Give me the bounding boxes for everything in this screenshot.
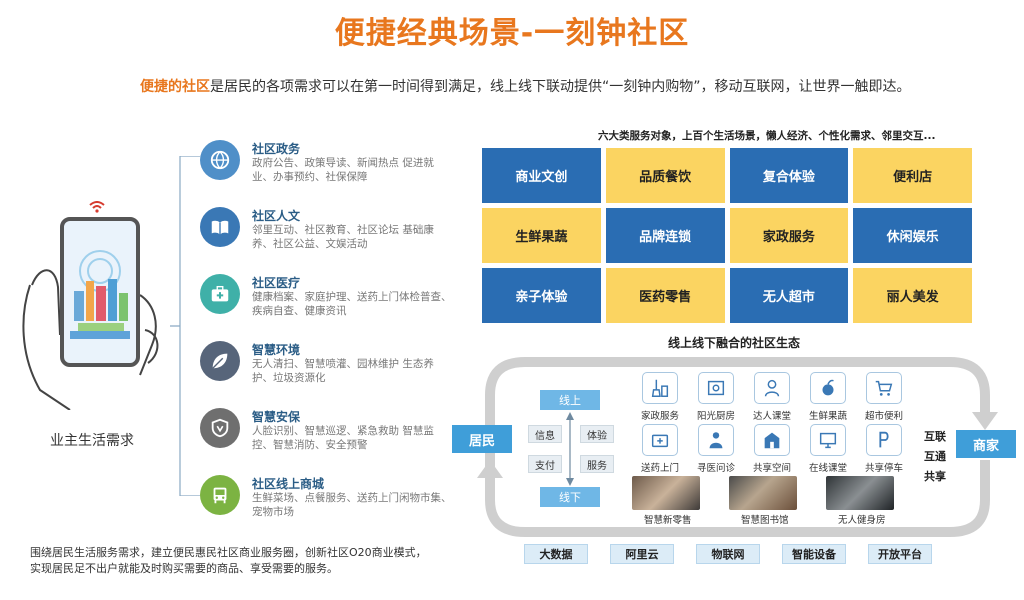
tech-badge: 开放平台 xyxy=(868,544,932,564)
subtitle: 便捷的社区是居民的各项需求可以在第一时间得到满足，线上线下联动提供“一刻钟内购物… xyxy=(140,76,911,96)
scene-cell: 丽人美发 xyxy=(853,268,972,323)
photo-label: 无人健身房 xyxy=(838,515,886,526)
service-name: 智慧安保 xyxy=(252,410,301,424)
fruit-icon xyxy=(810,372,846,404)
doctor-icon xyxy=(698,424,734,456)
service-desc: 生鲜菜场、点餐服务、送药上门闲物市集、宠物市场 xyxy=(252,492,452,518)
scene-cell: 亲子体验 xyxy=(482,268,601,323)
scene-cell: 无人超市 xyxy=(729,268,849,323)
tile-label: 阳光厨房 xyxy=(696,411,735,422)
scene-cell: 商业文创 xyxy=(482,148,601,203)
kitchen-icon xyxy=(698,372,734,404)
photo-label: 智慧新零售 xyxy=(644,515,692,526)
merchant-pill: 商家 xyxy=(956,430,1016,458)
eco-title: 线上线下融合的社区生态 xyxy=(668,336,801,350)
tile-kitchen: 阳光厨房 xyxy=(690,372,742,422)
tile-fruit: 生鲜果蔬 xyxy=(802,372,854,422)
updown-arrow-icon xyxy=(566,412,574,486)
tile-supermarket: 超市便利 xyxy=(858,372,910,422)
service-desc: 健康档案、家庭护理、送药上门体检普查、疾病自查、健康资讯 xyxy=(252,291,452,317)
cart-icon xyxy=(866,372,902,404)
bracket-connector xyxy=(170,156,200,496)
tile-label: 送药上门 xyxy=(640,463,679,474)
tile-label: 共享停车 xyxy=(864,463,903,474)
tile-doctor: 寻医问诊 xyxy=(690,424,742,474)
broom-icon xyxy=(642,372,678,404)
scene-cell: 便利店 xyxy=(853,148,972,203)
unmanned-gym-photo xyxy=(826,476,894,510)
scene-cell: 品质餐饮 xyxy=(605,148,725,203)
tile-parking: 共享停车 xyxy=(858,424,910,474)
scene-cell: 家政服务 xyxy=(729,208,849,263)
tech-badge: 阿里云 xyxy=(610,544,674,564)
payment-tag: 支付 xyxy=(528,455,562,473)
hand-outline-icon xyxy=(22,269,159,410)
scene-grid: 商业文创 品质餐饮 复合体验 便利店 生鲜果蔬 品牌连锁 家政服务 休闲娱乐 亲… xyxy=(482,148,972,323)
service-desc: 无人清扫、智慧喷灌、园林维护 生态养护、垃圾资源化 xyxy=(252,358,434,384)
shield-icon xyxy=(200,408,240,448)
scene-cell: 品牌连锁 xyxy=(605,208,725,263)
tile-label: 寻医问诊 xyxy=(696,463,735,474)
tile-label: 达人课堂 xyxy=(752,411,791,422)
subtitle-text: 是居民的各项需求可以在第一时间得到满足，线上线下联动提供“一刻钟内购物”，移动互… xyxy=(210,79,911,95)
owner-demand-label: 业主生活需求 xyxy=(50,433,134,449)
resident-pill: 居民 xyxy=(452,425,512,453)
page-title: 便捷经典场景-一刻钟社区 xyxy=(334,16,690,51)
service-desc: 人脸识别、智慧巡逻、紧急救助 智慧监控、智慧消防、安全预警 xyxy=(252,425,434,451)
smart-library-photo xyxy=(729,476,797,510)
service-desc: 邻里互动、社区教育、社区论坛 基础康养、社区公益、文娱活动 xyxy=(252,224,434,250)
scene-cell: 医药零售 xyxy=(605,268,725,323)
city-illustration-icon xyxy=(70,250,130,339)
tile-label: 共享空间 xyxy=(752,463,791,474)
tech-badge: 智能设备 xyxy=(782,544,846,564)
scene-cell: 复合体验 xyxy=(729,148,849,203)
side-word: 互通 xyxy=(924,450,946,463)
side-word: 互联 xyxy=(924,430,946,443)
service-desc: 政府公告、政策导读、新闻热点 促进就业、办事预约、社保保障 xyxy=(252,157,434,183)
tile-label: 超市便利 xyxy=(864,411,903,422)
online-class-icon xyxy=(810,424,846,456)
teacher-icon xyxy=(754,372,790,404)
book-icon xyxy=(200,207,240,247)
service-name: 社区政务 xyxy=(252,142,301,156)
phone-device xyxy=(60,217,140,367)
globe-icon xyxy=(200,140,240,180)
photo-label: 智慧图书馆 xyxy=(741,515,789,526)
parking-icon xyxy=(866,424,902,456)
experience-tag: 体验 xyxy=(580,425,614,443)
info-tag: 信息 xyxy=(528,425,562,443)
medical-kit-icon xyxy=(200,274,240,314)
subtitle-highlight: 便捷的社区 xyxy=(140,79,210,95)
service-name: 社区线上商城 xyxy=(252,477,325,491)
tile-label: 家政服务 xyxy=(640,411,679,422)
tile-teacher: 达人课堂 xyxy=(746,372,798,422)
tile-medicine: 送药上门 xyxy=(634,424,686,474)
service-tag: 服务 xyxy=(580,455,614,473)
tile-label: 生鲜果蔬 xyxy=(808,411,847,422)
tile-online-class: 在线课堂 xyxy=(802,424,854,474)
tile-shared-space: 共享空间 xyxy=(746,424,798,474)
bus-icon xyxy=(200,475,240,515)
scene-cell: 休闲娱乐 xyxy=(853,208,972,263)
service-name: 智慧环境 xyxy=(252,343,301,357)
building-icon xyxy=(754,424,790,456)
wifi-icon xyxy=(89,201,105,217)
online-box: 线上 xyxy=(540,390,600,410)
phone-illustration xyxy=(10,195,175,410)
ecosystem-loop xyxy=(477,357,998,537)
leaf-icon xyxy=(200,341,240,381)
tech-badge: 大数据 xyxy=(524,544,588,564)
service-name: 社区医疗 xyxy=(252,276,301,290)
scene-cell: 生鲜果蔬 xyxy=(482,208,601,263)
smart-retail-photo xyxy=(632,476,700,510)
side-word: 共享 xyxy=(924,470,946,483)
tile-label: 在线课堂 xyxy=(808,463,847,474)
service-name: 社区人文 xyxy=(252,209,301,223)
tile-housekeeping: 家政服务 xyxy=(634,372,686,422)
tech-badge: 物联网 xyxy=(696,544,760,564)
medicine-box-icon xyxy=(642,424,678,456)
grid-title: 六大类服务对象，上百个生活场景，懒人经济、个性化需求、邻里交互... xyxy=(598,130,936,142)
bottom-note: 围绕居民生活服务需求，建立便民惠民社区商业服务圈，创新社区O20商业模式，实现居… xyxy=(30,546,427,575)
offline-box: 线下 xyxy=(540,487,600,507)
